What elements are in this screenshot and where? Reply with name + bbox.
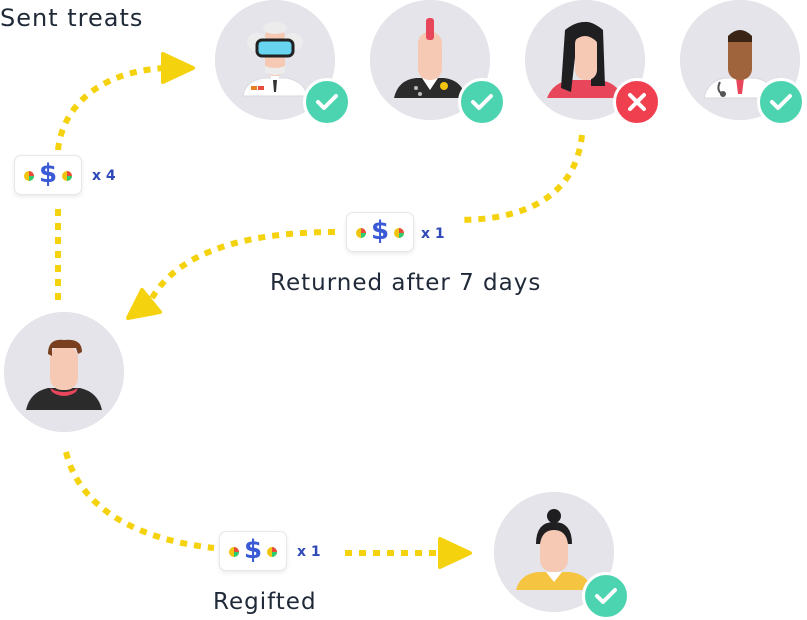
x-icon <box>628 93 646 111</box>
sent-path <box>55 65 166 300</box>
returned-count: x 1 <box>421 226 445 242</box>
recipient-scientist-avatar <box>215 0 351 126</box>
sent-count: x 4 <box>92 168 116 184</box>
returned-path-bottom <box>149 229 336 300</box>
regift-path-left <box>63 451 215 551</box>
accepted-badge <box>458 78 506 126</box>
treat-token-sent: $ <box>14 155 82 195</box>
accepted-badge <box>582 572 630 620</box>
returned-label: Returned after 7 days <box>270 270 542 296</box>
pie-icon <box>229 547 239 557</box>
treat-token-regifted: $ <box>219 531 287 571</box>
recipient-woman-avatar <box>525 0 661 126</box>
arrow-to-sender <box>126 288 162 320</box>
pie-icon <box>62 171 72 181</box>
dollar-icon: $ <box>243 535 263 565</box>
man-brown-hair-avatar <box>4 312 124 432</box>
accepted-badge <box>303 78 351 126</box>
treat-token-returned: $ <box>346 212 414 252</box>
regift-recipient-avatar <box>494 492 630 620</box>
declined-badge <box>613 78 661 126</box>
pie-icon <box>394 228 404 238</box>
sender-avatar <box>4 312 124 432</box>
pie-icon <box>356 228 366 238</box>
check-icon <box>770 94 792 110</box>
returned-path-top <box>457 134 585 223</box>
pie-icon <box>267 547 277 557</box>
arrow-to-regift <box>438 537 472 569</box>
check-icon <box>316 94 338 110</box>
recipient-doctor-avatar <box>680 0 805 126</box>
pie-icon <box>24 171 34 181</box>
regifted-label: Regifted <box>213 589 317 615</box>
regifted-count: x 1 <box>297 544 321 560</box>
dollar-icon: $ <box>370 216 390 246</box>
accepted-badge <box>757 78 805 126</box>
arrow-to-recipients <box>161 52 195 84</box>
check-icon <box>595 588 617 604</box>
dollar-icon: $ <box>38 159 58 189</box>
recipient-punk-avatar <box>370 0 506 126</box>
check-icon <box>471 94 493 110</box>
sent-treats-label: Sent treats <box>0 4 144 32</box>
